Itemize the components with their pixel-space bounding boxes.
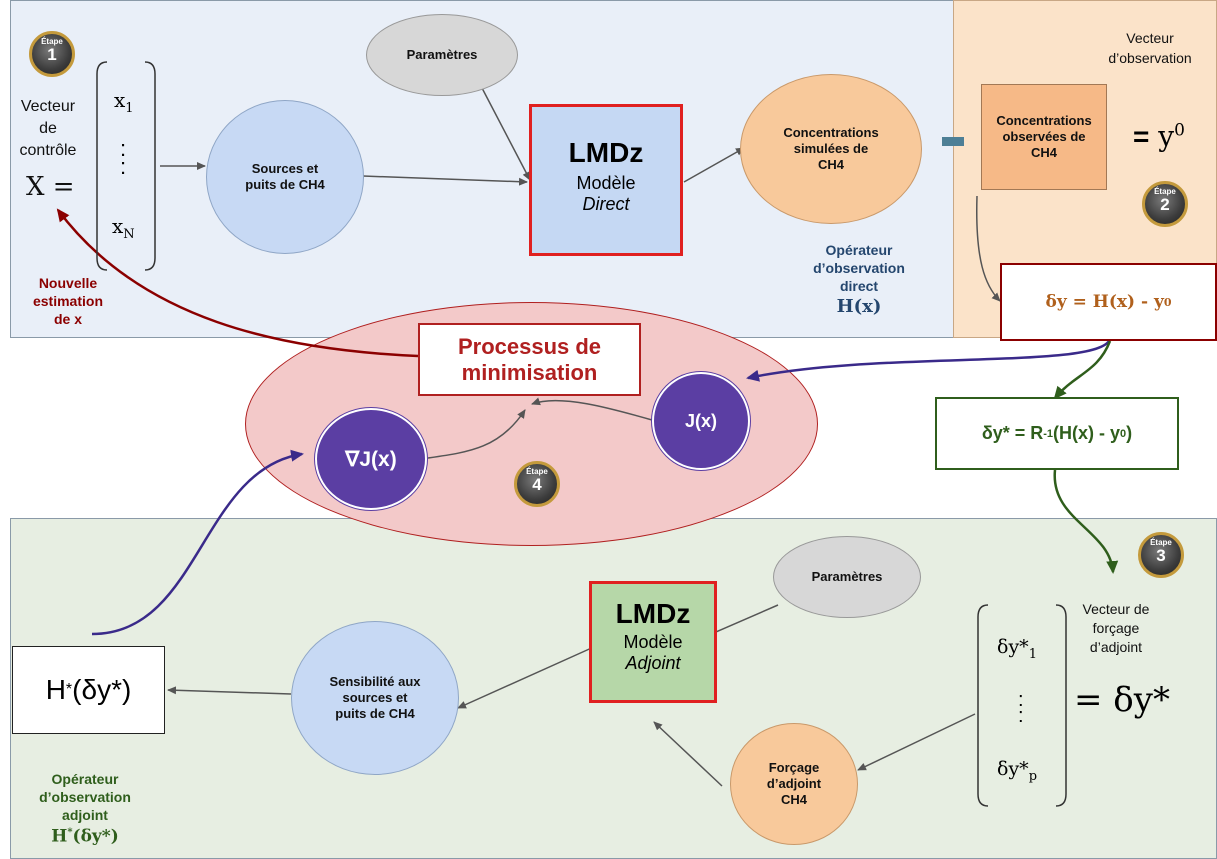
bracket-right-control [144, 61, 156, 271]
minimisation-box: Processus de minimisation [418, 323, 641, 396]
arrow-deltastar-to-forcing [1053, 469, 1119, 574]
arrow-delta-to-j [746, 338, 1112, 382]
y0-equation: = = y y0 [1133, 120, 1185, 153]
control-vector-xn: xN [112, 214, 135, 242]
bracket-left-control [96, 61, 108, 271]
forcing-vector-y1: δy*1 [997, 636, 1037, 662]
arrow-new-estimate [56, 208, 419, 358]
arrow-forcage-to-adjoint [653, 721, 723, 787]
grad-jx-circle: ∇J(x) [315, 408, 427, 510]
arrow-lmdz-to-concentrations [683, 147, 745, 183]
jx-circle: J(x) [652, 372, 750, 470]
arrow-params-to-lmdz [481, 87, 531, 181]
observation-vector-label: Vecteur d’observation [1108, 30, 1192, 66]
control-vector-label: Vecteur de contrôle [19, 98, 77, 159]
direct-operator-label: Opérateur d’observation direct H(x) [813, 242, 905, 317]
adjoint-operator-label: Opérateur d’observation adjoint H*(δy*) [39, 771, 131, 847]
arrow-j-to-processus [531, 397, 653, 421]
arrow-delta-to-deltastar [1053, 340, 1112, 400]
arrow-vector-to-forcage [857, 713, 976, 771]
forcing-vector-dots: :: [1018, 689, 1024, 727]
arrow-obs-to-delta [975, 195, 1001, 302]
arrow-grad-to-processus [427, 409, 526, 459]
bracket-right-forcing [1055, 604, 1067, 807]
new-estimate-label: Nouvelle estimation de x [32, 275, 103, 327]
control-vector-symbol: X = [26, 172, 75, 202]
arrow-sources-to-lmdz [362, 175, 528, 186]
arrow-sensibilite-to-hstar [167, 686, 292, 695]
control-vector-x1: x1 [114, 88, 134, 116]
parametres-top-ellipse: Paramètres [366, 14, 518, 96]
arrow-adjoint-to-sensibilite [457, 645, 597, 709]
lmdz-direct-box: LMDz Modèle Direct [529, 104, 683, 256]
parametres-bottom-ellipse: Paramètres [773, 536, 921, 618]
forcing-vector-equation: = δy* [1074, 680, 1170, 720]
forcing-vector-yp: δy*p [997, 758, 1038, 784]
forcing-vector-label: Vecteur de forçage d’adjoint [1082, 601, 1150, 655]
lmdz-adjoint-box: LMDz Modèle Adjoint [589, 581, 717, 703]
minus-sign [942, 137, 964, 146]
arrow-hstar-to-grad [91, 449, 304, 636]
bracket-left-forcing [977, 604, 989, 807]
h-star-box: H*(δy*) [12, 646, 165, 734]
control-vector-dots: :: [120, 136, 127, 179]
